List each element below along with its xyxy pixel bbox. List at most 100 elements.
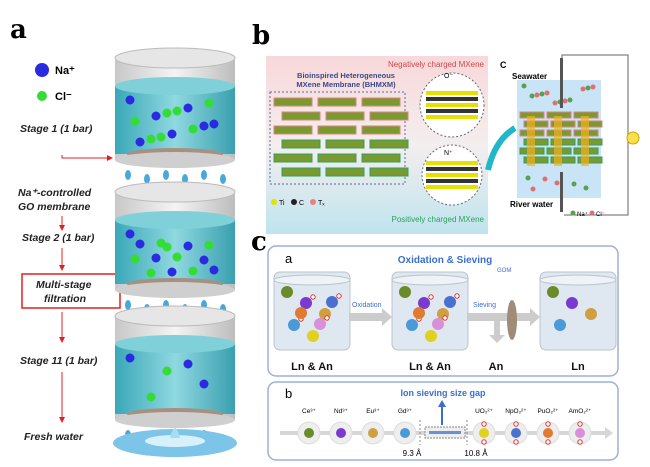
ion [562, 98, 568, 104]
beaker [391, 271, 469, 351]
neg-ion-label: O⁻ [444, 73, 453, 80]
na-ion [209, 265, 219, 275]
box-b-label: b [285, 386, 292, 401]
ion-label: PuO₂²⁺ [537, 408, 559, 415]
ion-ball [432, 318, 444, 330]
na-legend-icon [35, 63, 49, 77]
box-a-label: a [285, 251, 293, 266]
atom-layer [426, 185, 478, 189]
droplet-icon [182, 174, 188, 184]
light-bulb-icon [626, 131, 640, 145]
ion [585, 85, 591, 91]
cell-layers [519, 83, 603, 192]
ion [539, 91, 545, 97]
ion-ball [288, 319, 300, 331]
na-ion [167, 267, 177, 277]
flow-arrow [527, 116, 535, 166]
ion-ball [444, 296, 456, 308]
membrane-label-1: Na⁺-controlled [18, 187, 92, 199]
cl-ion [130, 254, 140, 264]
mxene-flake [577, 138, 603, 146]
stage2-label: Stage 2 (1 bar) [22, 232, 95, 244]
cl-ion [146, 134, 156, 144]
mxene-layers [273, 97, 409, 177]
cl-ion [172, 252, 182, 262]
beaker-label-2: Ln & An [409, 361, 451, 373]
oxygen-atom [310, 294, 316, 300]
beaker [273, 271, 351, 351]
ion-ball [406, 319, 418, 331]
mxene-flake [361, 153, 401, 163]
ion [544, 90, 550, 96]
flow-arrow [581, 116, 589, 166]
mxene-flake [273, 97, 313, 107]
atom-layer [426, 97, 478, 101]
mxene-flake [550, 120, 576, 128]
oxidation-arrow-icon [349, 308, 392, 326]
oxidation-label: Oxidation [352, 302, 382, 309]
atom-layer [426, 179, 478, 183]
legend-ti: Ti [279, 200, 285, 207]
mxene-flake [369, 111, 409, 121]
cl-ion [188, 266, 198, 276]
ion-ball [314, 318, 326, 330]
mxene-flake [317, 97, 357, 107]
ion-ball [413, 307, 425, 319]
box-a-title: Oxidation & Sieving [398, 255, 492, 266]
mxene-flake [273, 153, 313, 163]
ion-ball [326, 296, 338, 308]
droplet-icon [144, 174, 150, 184]
mxene-flake [281, 111, 321, 121]
bhmxm-title-1: Bioinspired Heterogeneous [297, 71, 395, 80]
ion [552, 100, 558, 106]
ion-3: Gd³⁺ [393, 408, 417, 445]
membrane-stack-box [269, 91, 406, 185]
arrow-icon [61, 155, 113, 161]
legend-na: Na⁺ [577, 211, 588, 218]
panel-a-label: a [10, 15, 27, 45]
oxygen-atom [428, 294, 434, 300]
ion-0: Ce³⁺ [297, 408, 321, 445]
beaker-label-3: Ln [571, 361, 585, 373]
filtration-cylinder [114, 305, 236, 444]
ion-label: Gd³⁺ [398, 408, 413, 415]
ion-6: PuO₂²⁺ [536, 408, 560, 445]
oxygen-atom [324, 315, 330, 321]
ion-marker [336, 428, 346, 438]
cl-ion [130, 116, 140, 126]
ion-label: UO₂²⁺ [475, 408, 493, 415]
na-ion [183, 241, 193, 251]
filtration-cylinders [114, 47, 236, 444]
na-ion [167, 129, 177, 139]
gom-membrane [507, 300, 517, 340]
sieving-label: Sieving [473, 302, 496, 309]
mxene-flake [523, 120, 549, 128]
na-legend-label: Na⁺ [55, 65, 75, 77]
ion-marker [575, 428, 585, 438]
legend-tx: Tₓ [318, 200, 325, 207]
ion [521, 83, 527, 89]
gap-high-label: 10.8 Å [464, 449, 488, 458]
sub-c-label: C [500, 60, 507, 70]
gom-label: GOM [497, 268, 511, 274]
panel-b-label: b [252, 21, 270, 51]
ion-ball [399, 286, 411, 298]
ion [554, 180, 560, 186]
droplet-icon [163, 170, 169, 180]
cl-ion [204, 98, 214, 108]
na-ion [125, 353, 135, 363]
droplet-icon [125, 170, 131, 180]
ion-2: Eu³⁺ [361, 408, 385, 445]
beaker [539, 271, 617, 351]
ion [529, 93, 535, 99]
ion-5: NpO₂²⁺ [504, 408, 528, 445]
zoom-layers [426, 91, 478, 189]
ion-ball [554, 319, 566, 331]
ion-marker [543, 428, 553, 438]
ion [530, 186, 536, 192]
ion [525, 175, 531, 181]
na-ion [151, 111, 161, 121]
cl-ion [188, 124, 198, 134]
atom-layer [426, 91, 478, 95]
ion-marker [511, 428, 521, 438]
